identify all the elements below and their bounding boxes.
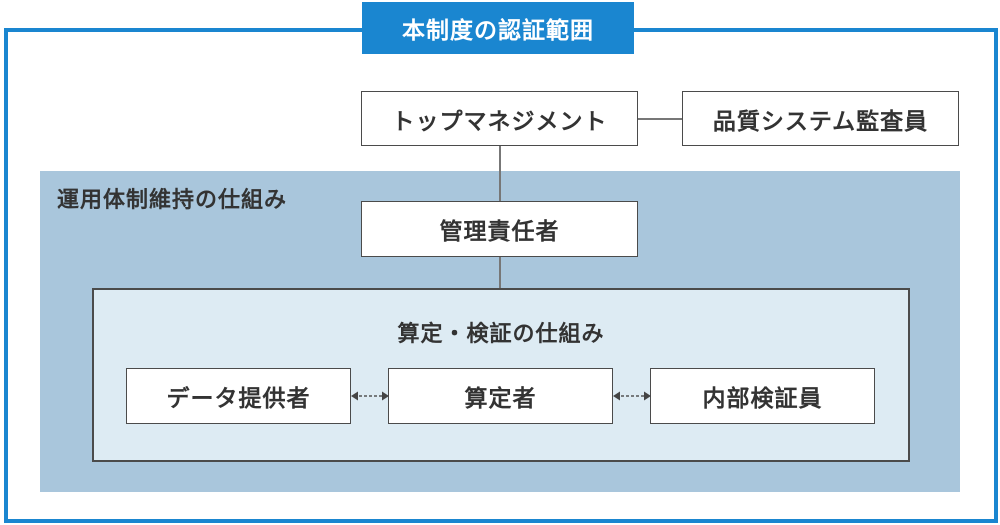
connector-top-to-auditor — [638, 118, 682, 120]
top-management-box: トップマネジメント — [361, 91, 638, 146]
operation-system-label: 運用体制維持の仕組み — [57, 188, 288, 213]
data-provider-box: データ提供者 — [126, 368, 351, 424]
diagram-title: 本制度の認証範囲 — [362, 2, 634, 54]
double-arrow-icon — [351, 391, 389, 401]
connector-manager-to-calc — [499, 256, 501, 289]
quality-auditor-box: 品質システム監査員 — [682, 91, 959, 146]
connector-top-to-manager — [499, 146, 501, 202]
calculator-box: 算定者 — [388, 368, 613, 424]
double-arrow-icon — [613, 391, 651, 401]
manager-box: 管理責任者 — [361, 201, 638, 257]
calculation-verification-label: 算定・検証の仕組み — [397, 322, 605, 347]
internal-verifier-box: 内部検証員 — [650, 368, 875, 424]
